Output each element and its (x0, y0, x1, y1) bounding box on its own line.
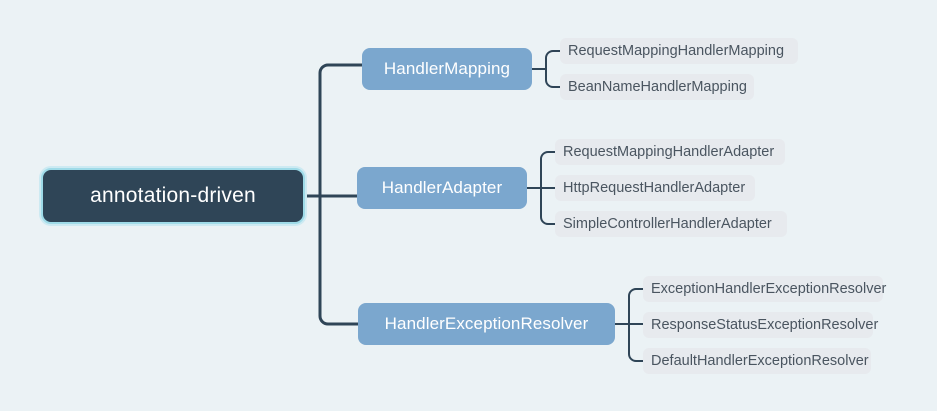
node-branch-handler-exception-resolver[interactable]: HandlerExceptionResolver (358, 303, 615, 345)
connector-trunk-branch-1 (318, 63, 364, 198)
node-leaf-response-status-exception-resolver[interactable]: ResponseStatusExceptionResolver (643, 312, 878, 338)
node-leaf-http-request-handler-adapter[interactable]: HttpRequestHandlerAdapter (555, 175, 755, 201)
node-leaf-bean-name-handler-mapping[interactable]: BeanNameHandlerMapping (560, 74, 754, 100)
node-leaf-request-mapping-handler-mapping[interactable]: RequestMappingHandlerMapping (560, 38, 798, 64)
connector-trunk-branch-3 (318, 194, 364, 326)
node-leaf-simple-controller-handler-adapter[interactable]: SimpleControllerHandlerAdapter (555, 211, 787, 237)
node-leaf-request-mapping-handler-adapter[interactable]: RequestMappingHandlerAdapter (555, 139, 785, 165)
node-branch-handler-mapping[interactable]: HandlerMapping (362, 48, 532, 90)
node-branch-handler-adapter[interactable]: HandlerAdapter (357, 167, 527, 209)
node-leaf-default-handler-exception-resolver[interactable]: DefaultHandlerExceptionResolver (643, 348, 871, 374)
node-root-annotation-driven[interactable]: annotation-driven (41, 168, 305, 224)
node-leaf-exception-handler-exception-resolver[interactable]: ExceptionHandlerExceptionResolver (643, 276, 886, 302)
